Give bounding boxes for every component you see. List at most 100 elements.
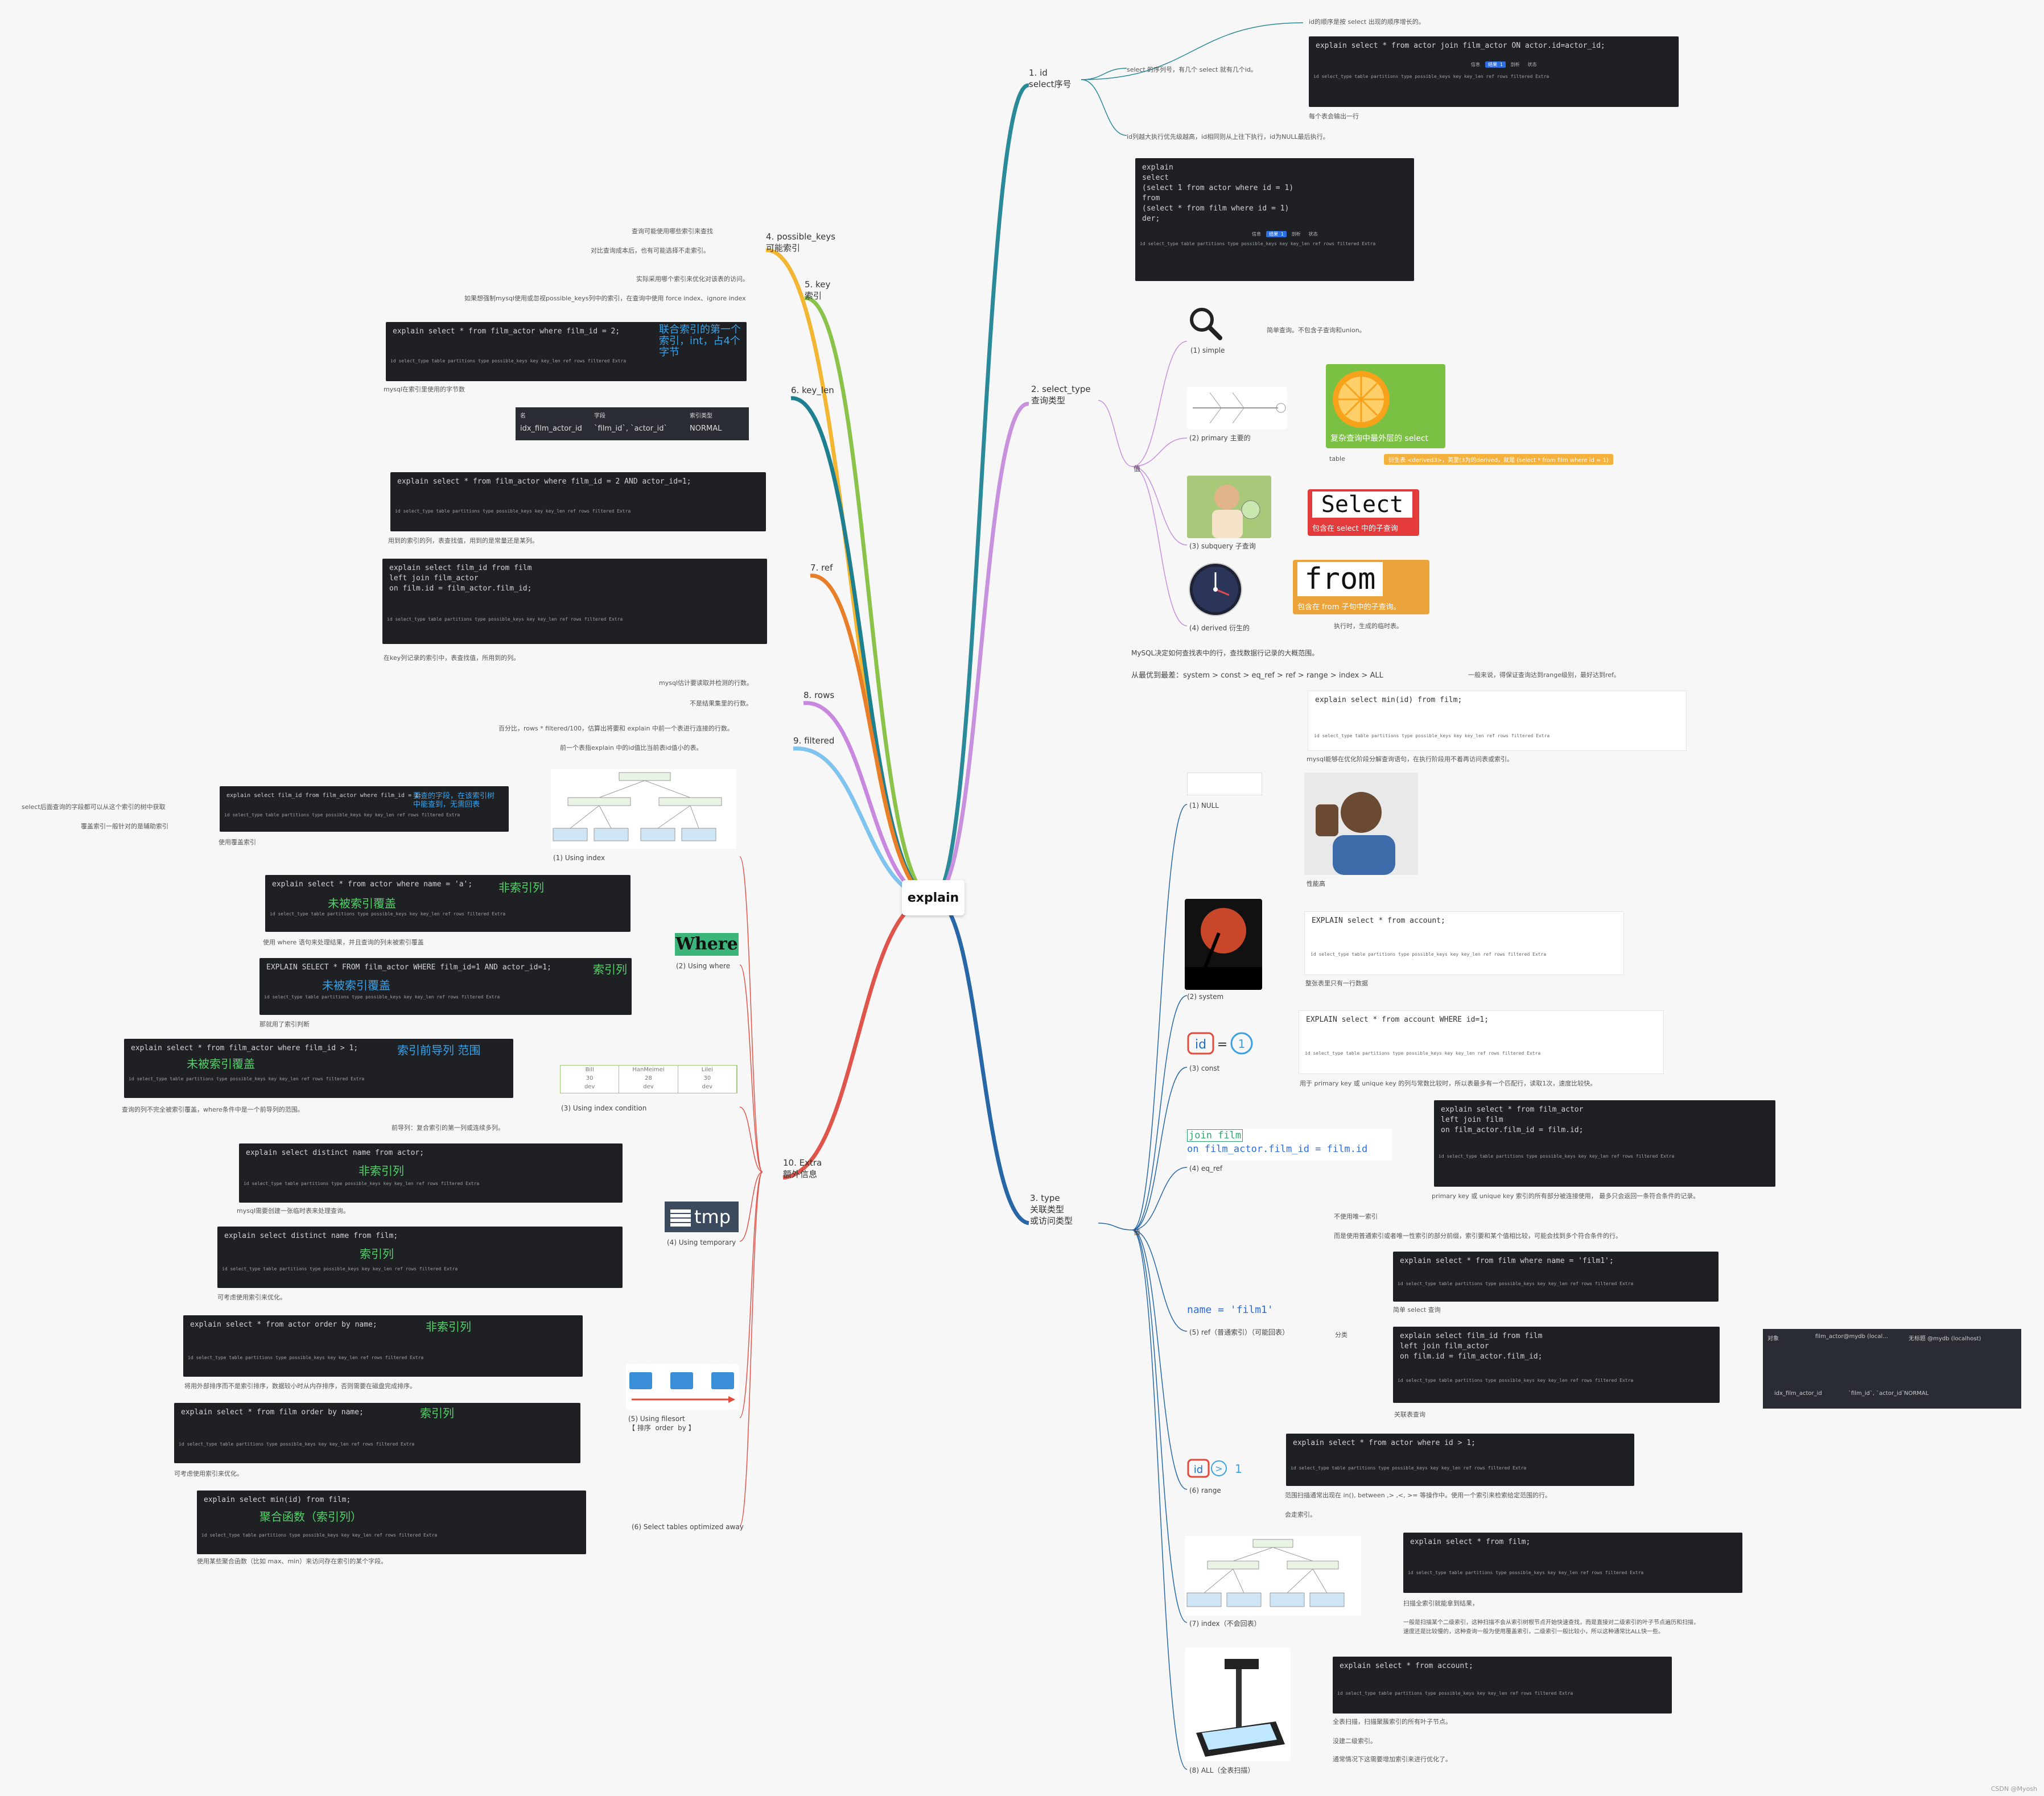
note: 覆盖索引一般针对的是辅助索引	[81, 823, 168, 830]
note: mysql在索引里使用的字节数	[384, 386, 465, 393]
branch-key-len[interactable]: 6. key_len	[791, 385, 834, 395]
branch-id[interactable]: 1. id select序号	[1029, 68, 1072, 89]
branch-possible-keys[interactable]: 4. possible_keys 可能索引	[766, 232, 836, 253]
note: select后面查询的字段都可以从这个索引的树中获取	[22, 803, 166, 811]
sql-screenshot: explain select (select 1 from actor wher…	[1135, 158, 1414, 281]
callout-text: 未被索引覆盖	[322, 978, 390, 992]
from-image: from 包含在 from 子句中的子查询。	[1293, 560, 1429, 614]
sql-screenshot: EXPLAIN SELECT * FROM film_actor WHERE f…	[259, 958, 632, 1015]
callout-text: 未被索引覆盖	[187, 1057, 255, 1071]
table-cell: dev	[643, 1084, 654, 1090]
sub-connector	[739, 1106, 763, 1172]
note: 用于 primary key 或 unique key 的列与常数比较时，所以表…	[1300, 1080, 1597, 1087]
note: 全表扫描，扫描聚簇索引的所有叶子节点。	[1333, 1718, 1452, 1725]
sql-text: explain select * from actor join film_ac…	[1316, 42, 1605, 50]
table-header: id select_type table partitions type pos…	[1140, 241, 1376, 246]
sql-screenshot: explain select * from film where name = …	[1393, 1252, 1719, 1302]
sql-screenshot: explain select * from film; id select_ty…	[1403, 1533, 1742, 1593]
moon-image	[1185, 899, 1262, 990]
sql-text: explain select min(id) from film;	[204, 1496, 351, 1504]
note: 百分比，rows * filtered/100，估算出将要和 explain 中…	[498, 725, 733, 732]
note: 简单 select 查询	[1393, 1306, 1441, 1314]
sql-screenshot: EXPLAIN select * from account WHERE id=1…	[1299, 1010, 1664, 1074]
branch-extra[interactable]: 10. Extra 额外信息	[783, 1158, 822, 1179]
center-node[interactable]: explain	[902, 880, 965, 915]
sub-connector	[1132, 804, 1188, 1231]
sub-connector	[1132, 341, 1188, 467]
table-header: id select_type table partitions type pos…	[1337, 1691, 1573, 1696]
sql-screenshot: explain select * from film order by name…	[174, 1403, 580, 1463]
intro: MySQL决定如何查找表中的行，查找数据行记录的大概范围。	[1131, 649, 1319, 657]
type-simple: (1) simple	[1190, 346, 1225, 354]
btree-diagram	[1185, 1536, 1361, 1616]
caption: 性能高	[1307, 880, 1325, 887]
note: id的顺序是按 select 出现的顺序增长的。	[1309, 18, 1425, 26]
branch-ref[interactable]: 7. ref	[810, 563, 833, 573]
branch-rows[interactable]: 8. rows	[803, 690, 835, 700]
sub-connector	[1132, 437, 1188, 467]
panel-tab[interactable]: film_actor@mydb (local...	[1815, 1333, 1888, 1340]
branch-connector	[765, 248, 934, 900]
select-image: Select 包含在 select 中的子查询	[1308, 489, 1419, 536]
child-photo	[1187, 476, 1271, 538]
panel-tab[interactable]: 无标题 @mydb (localhost)	[1909, 1336, 1981, 1342]
table-header: id select_type table partitions type pos…	[224, 812, 460, 818]
note: 没建二级索引。	[1333, 1737, 1377, 1745]
tmp-badge: tmp	[665, 1202, 739, 1232]
sql-text: explain select * from film_actor where f…	[393, 327, 620, 336]
table-cell: 28	[645, 1075, 652, 1081]
type-derived: (4) derived 衍生的	[1189, 624, 1250, 632]
image-caption: 包含在 from 子句中的子查询。	[1297, 603, 1401, 612]
type-system: (2) system	[1187, 993, 1224, 1001]
note: 对比查询成本后，也有可能选择不走索引。	[591, 247, 710, 254]
branch-type[interactable]: 3. type 关联类型 或访问类型	[1030, 1193, 1073, 1226]
callout-text: 非索引列	[358, 1164, 404, 1178]
extra-using-filesort: (5) Using filesort 【 排序 order by 】	[628, 1415, 695, 1432]
sql-text: explain select film_id from film left jo…	[389, 564, 532, 593]
branch-select-type[interactable]: 2. select_type 查询类型	[1031, 384, 1091, 406]
svg-text:id: id	[1194, 1464, 1203, 1476]
table-cell: dev	[584, 1084, 595, 1090]
sub-connector	[1132, 1229, 1188, 1623]
image-caption: 包含在 select 中的子查询	[1312, 525, 1398, 533]
index-panel: 名 字段 索引类型 idx_film_actor_id `film_id`, `…	[516, 407, 749, 440]
table-header: id select_type table partitions type pos…	[1314, 733, 1550, 738]
sql-screenshot: explain select * from actor where name =…	[265, 875, 630, 932]
sub-connector	[739, 1171, 763, 1418]
id-greater-one-icon: id>1	[1187, 1458, 1244, 1480]
table-header: id select_type table partitions type pos…	[1305, 1051, 1541, 1056]
sql-screenshot: explain select * from film_actor where f…	[390, 472, 766, 531]
value-label: 值	[1134, 465, 1141, 473]
note: 用到的索引的列，表查找值，用到的是常量还是某列。	[388, 537, 538, 544]
sql-text: explain select film_id from film left jo…	[1400, 1332, 1543, 1361]
derived-tag: 衍生表 <derived3>，英里(3为的derived，就是 (select …	[1384, 454, 1613, 465]
svg-text:1: 1	[1235, 1462, 1242, 1476]
branch-filtered[interactable]: 9. filtered	[793, 736, 835, 746]
sql-screenshot: explain select min(id) from film; 聚合函数（索…	[197, 1491, 586, 1554]
sql-text: explain select * from film_actor where f…	[131, 1044, 358, 1052]
type-range: (6) range	[1189, 1487, 1221, 1494]
branch-key[interactable]: 5. key 索引	[805, 279, 831, 301]
branch-connector	[810, 573, 934, 900]
sql-screenshot: explain select * from account; id select…	[1333, 1657, 1672, 1714]
branch-connector	[933, 895, 1029, 1225]
sql-screenshot: explain select film_id from film left jo…	[382, 559, 767, 644]
person-photo	[1304, 773, 1418, 875]
value-label: 值	[1134, 1228, 1141, 1236]
table-cell: dev	[702, 1084, 713, 1090]
ref-code: name = 'film1'	[1187, 1304, 1274, 1316]
sub-connector	[1132, 1229, 1188, 1490]
note: 可考虑使用索引来优化。	[217, 1294, 286, 1301]
table-header: id select_type table partitions type pos…	[201, 1533, 438, 1538]
sub-connector	[1081, 68, 1127, 80]
panel-tab[interactable]: 对象	[1767, 1336, 1779, 1342]
note: 一般是扫描某个二级索引，这种扫描不会从索引树根节点开始快速查找，而是直接对二级索…	[1403, 1620, 1699, 1626]
note: 而是使用普通索引或者唯一性索引的部分前缀，索引要和某个值相比较，可能会找到多个符…	[1334, 1232, 1622, 1240]
note: 通常情况下这需要增加索引来进行优化了。	[1333, 1756, 1452, 1763]
note: 执行时，生成的临时表。	[1334, 622, 1403, 630]
sql-text: EXPLAIN select * from account WHERE id=1…	[1306, 1015, 1489, 1024]
sql-text: explain select * from account;	[1340, 1662, 1473, 1670]
sql-screenshot: explain select * from actor order by nam…	[183, 1315, 583, 1377]
svg-text:1: 1	[1238, 1037, 1246, 1051]
